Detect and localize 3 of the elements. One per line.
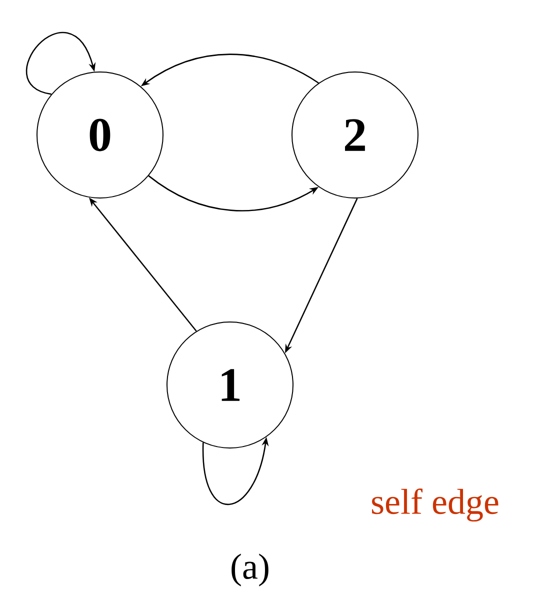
note-text: self edge bbox=[372, 488, 498, 522]
caption: (a) bbox=[232, 554, 268, 586]
arrow bbox=[26, 32, 96, 95]
